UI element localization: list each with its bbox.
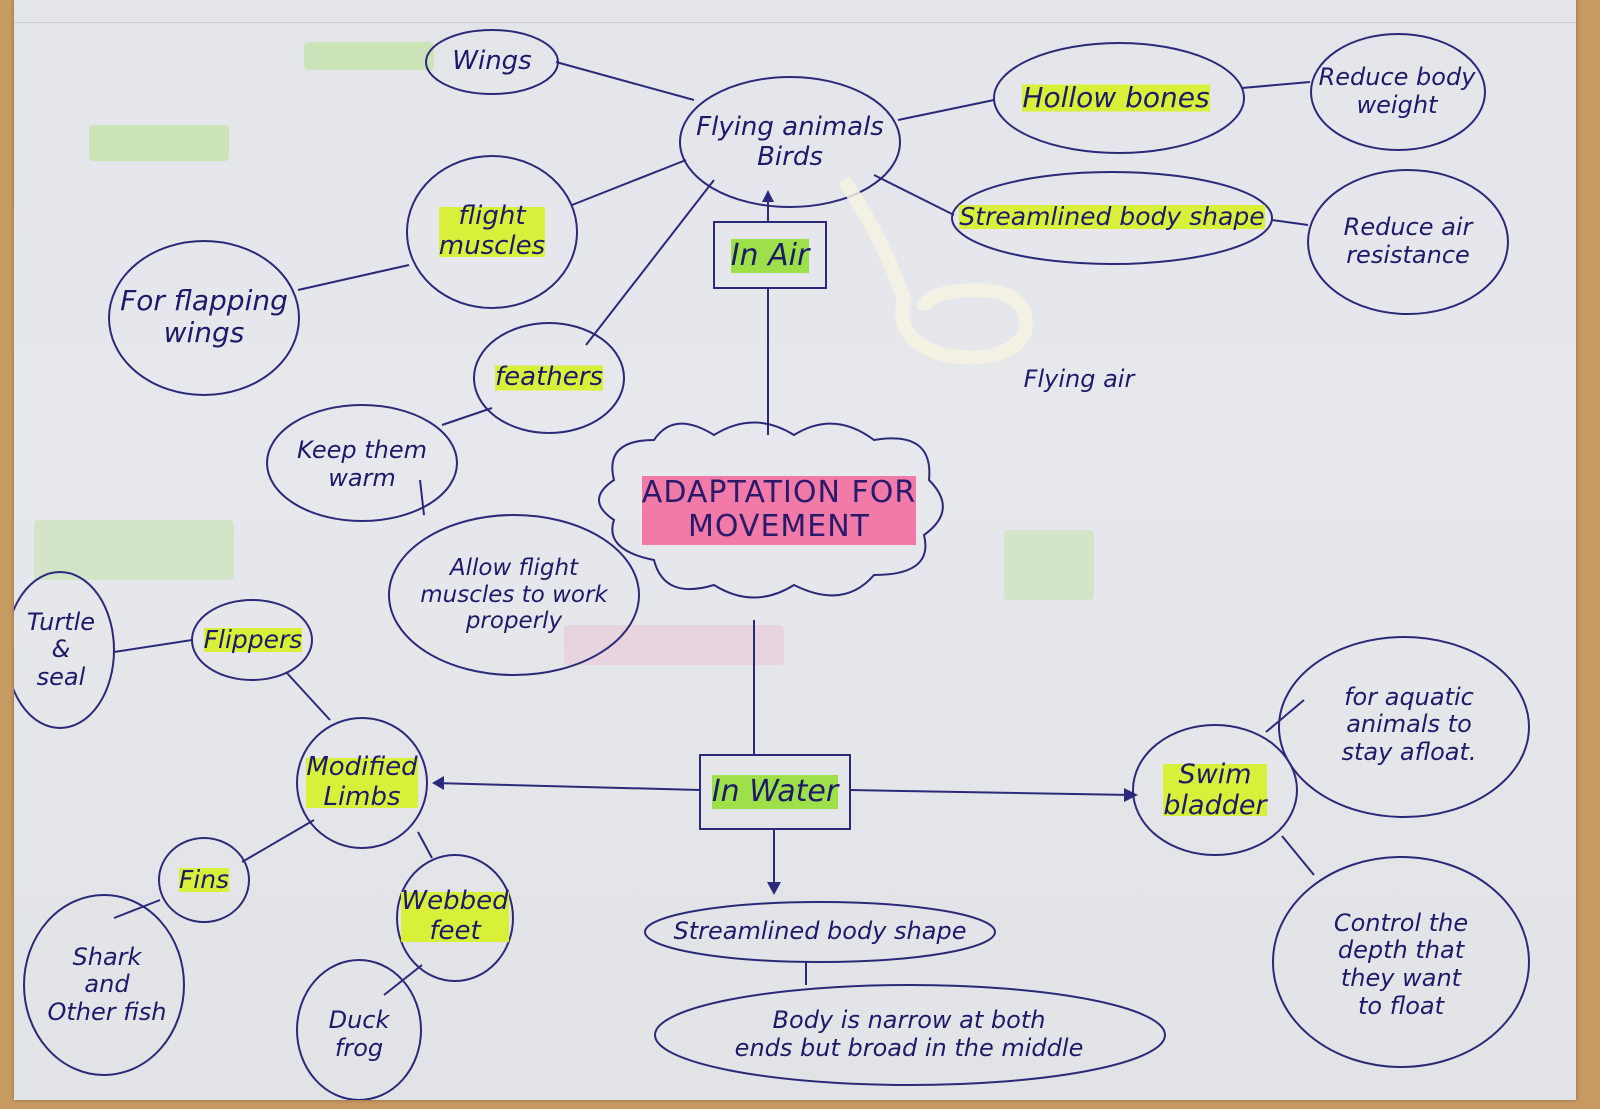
node-fins: Fins (178, 864, 230, 895)
node-flippers: Flippers (203, 624, 303, 655)
node-control-depth: Control the depth that they want to floa… (1333, 908, 1469, 1020)
node-swim-bladder: Swim bladder (1163, 758, 1267, 822)
node-shark-other-fish: Shark and Other fish (47, 942, 167, 1026)
node-streamlined-air: Streamlined body shape (959, 201, 1265, 232)
node-wings: Wings (452, 46, 532, 77)
ghost-highlight (89, 125, 229, 161)
node-reduce-body-weight: Reduce body weight (1318, 63, 1476, 119)
node-stay-afloat: for aquatic animals to stay afloat. (1341, 682, 1477, 766)
node-reduce-air-resistance: Reduce air resistance (1343, 213, 1473, 269)
node-webbed-feet: Webbed feet (401, 886, 509, 947)
node-hollow-bones: Hollow bones (1022, 80, 1210, 115)
node-duck-frog: Duck frog (328, 1006, 390, 1062)
node-body-narrow: Body is narrow at both ends but broad in… (734, 1006, 1084, 1062)
node-flight-muscles: flight muscles (438, 201, 546, 262)
paper-sheet: Wings Flying animals Birds flight muscle… (14, 0, 1576, 1100)
note-flying-air: Flying air (1023, 365, 1135, 394)
box-in-air: In Air (730, 237, 810, 274)
ghost-highlight (564, 625, 784, 665)
node-for-flapping-wings: For flapping wings (120, 283, 288, 349)
center-topic: ADAPTATION FOR MOVEMENT (641, 474, 917, 545)
box-in-water: In Water (711, 773, 839, 810)
node-turtle-seal: Turtle & seal (26, 607, 96, 691)
connector-lines (14, 29, 1530, 1100)
node-flying-animals: Flying animals Birds (696, 112, 884, 172)
node-streamlined-water: Streamlined body shape (673, 917, 967, 946)
node-modified-limbs: Modified Limbs (306, 752, 418, 813)
ghost-highlight (34, 520, 234, 580)
ghost-highlight (304, 42, 434, 70)
ghost-highlight (1004, 530, 1094, 600)
node-feathers: feathers (495, 362, 603, 393)
node-allow-flight-muscles: Allow flight muscles to work properly (420, 555, 608, 635)
node-keep-warm: Keep them warm (296, 436, 428, 492)
